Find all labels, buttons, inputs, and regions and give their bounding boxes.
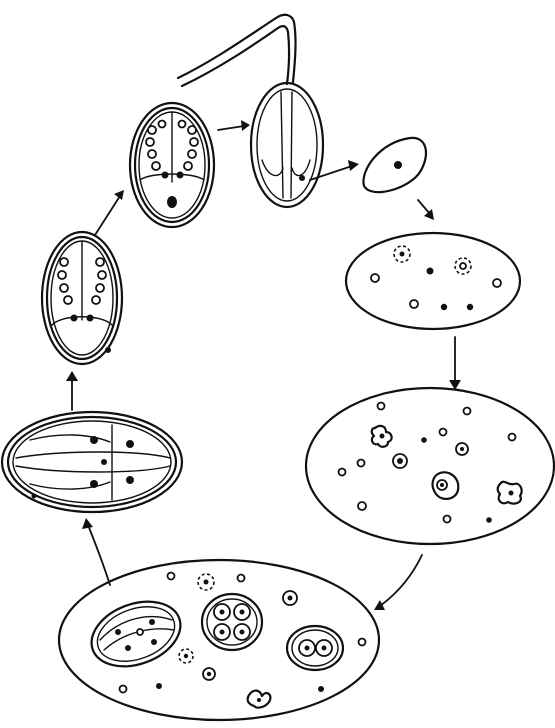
arrow-4 bbox=[449, 337, 461, 390]
zygote-bottom bbox=[287, 626, 343, 670]
arrow-3 bbox=[418, 200, 434, 220]
arrow-6 bbox=[82, 518, 110, 585]
gamont-host-cell bbox=[59, 560, 379, 720]
schizont-host-cell bbox=[306, 388, 554, 544]
early-oocyst-bottom bbox=[83, 590, 190, 678]
arrow-5 bbox=[374, 555, 422, 610]
sporozoite-coils-right bbox=[179, 121, 199, 171]
sporulated-oocyst-left bbox=[42, 232, 122, 364]
arrow-8 bbox=[95, 190, 124, 235]
arrow-2 bbox=[310, 160, 359, 180]
sporozoite-coils-left bbox=[146, 121, 166, 171]
trophozoite-host-cell bbox=[346, 233, 520, 329]
arrow-1 bbox=[218, 120, 250, 131]
oocyst-with-two-sporocysts bbox=[2, 412, 182, 512]
sporozoite-cell bbox=[363, 138, 425, 192]
sporulated-oocyst-upper bbox=[130, 103, 214, 227]
arrow-7 bbox=[66, 371, 78, 410]
sporocyst-cluster bbox=[202, 594, 262, 650]
